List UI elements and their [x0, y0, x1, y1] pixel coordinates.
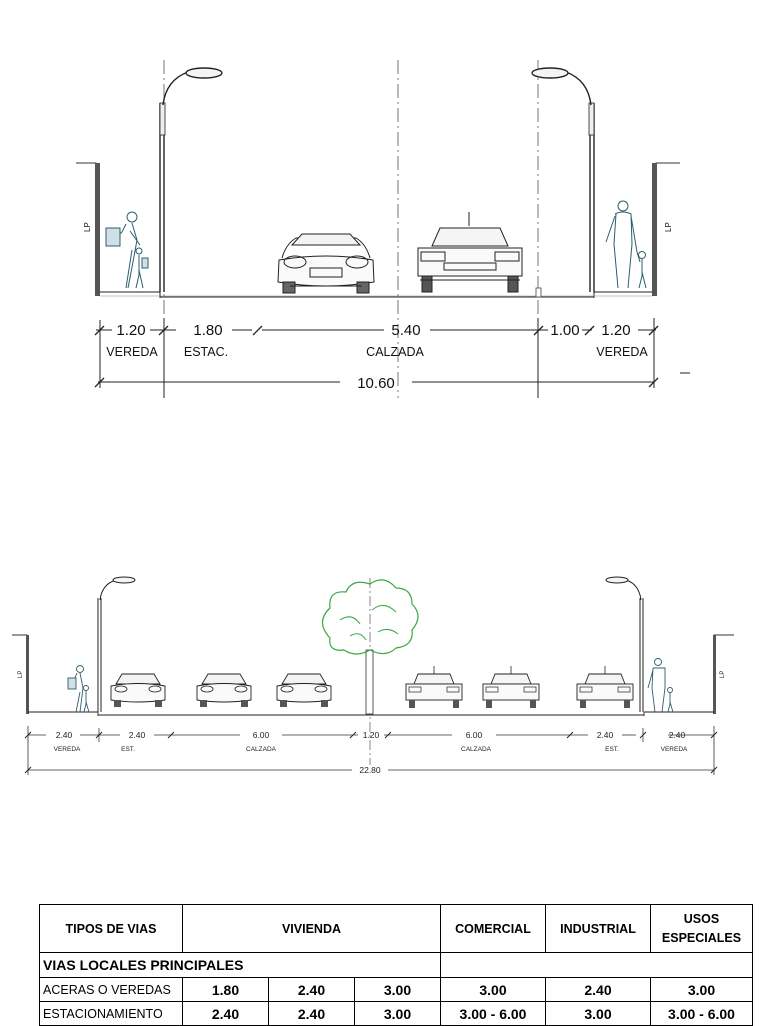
header-usos: USOS — [683, 911, 720, 926]
tree-icon — [321, 579, 419, 715]
pedestrian-left-icon-2 — [67, 665, 90, 713]
label2-est-left: EST. — [121, 746, 135, 753]
dim2-median: 1.20 — [363, 730, 380, 740]
property-walls — [76, 162, 680, 296]
table-cell: 3.00 — [650, 977, 753, 1002]
dimension-ticks — [94, 325, 659, 388]
label2-vereda-right: VEREDA — [661, 746, 688, 753]
car-rear-icon-2c — [576, 666, 634, 708]
dim2-total: 22.80 — [359, 765, 381, 775]
table-cell: 2.40 — [545, 977, 651, 1002]
table-cell: 3.00 — [354, 977, 441, 1002]
dim-total: 10.60 — [357, 375, 395, 392]
section-title: VIAS LOCALES PRINCIPALES — [39, 952, 441, 978]
street-lamp-left — [159, 67, 223, 292]
street-lamp-right — [531, 67, 595, 292]
section-empty-cell — [440, 952, 753, 978]
table-header-row: TIPOS DE VIAS VIVIENDA COMERCIAL INDUSTR… — [39, 904, 753, 953]
table-row: ESTACIONAMIENTO 2.40 2.40 3.00 3.00 - 6.… — [39, 1001, 753, 1026]
header-tipos-de-vias: TIPOS DE VIAS — [39, 904, 183, 953]
dimension-ticks-2 — [24, 731, 718, 774]
table-row: ACERAS O VEREDAS 1.80 2.40 3.00 3.00 2.4… — [39, 977, 753, 1002]
car-rear-icon-2b — [482, 666, 540, 708]
pedestrian-right-icon-2 — [647, 658, 674, 713]
row-label: ACERAS O VEREDAS — [39, 977, 183, 1002]
road-widths-table: TIPOS DE VIAS VIVIENDA COMERCIAL INDUSTR… — [39, 904, 753, 1026]
table-cell: 2.40 — [268, 1001, 355, 1026]
street-lamp-right-2 — [605, 576, 644, 712]
table-cell: 2.40 — [182, 1001, 269, 1026]
dim-calzada: 5.40 — [391, 322, 420, 339]
header-industrial: INDUSTRIAL — [545, 904, 651, 953]
label2-est-right: EST. — [605, 746, 619, 753]
car-front-icon-2b — [196, 673, 252, 707]
table-cell: 3.00 — [440, 977, 546, 1002]
street-lamp-left-2 — [97, 576, 136, 712]
label-vereda-right: VEREDA — [596, 345, 648, 359]
label2-calzada-left: CALZADA — [246, 746, 277, 753]
car-rear-icon-2a — [405, 666, 463, 708]
label2-vereda-left: VEREDA — [54, 746, 81, 753]
label-estac: ESTAC. — [184, 345, 228, 359]
table-cell: 3.00 - 6.00 — [650, 1001, 753, 1026]
dim2-calzada-right: 6.00 — [466, 730, 483, 740]
bollard — [535, 287, 542, 298]
pedestrian-right-icon — [605, 200, 647, 289]
car-rear-icon — [417, 212, 523, 293]
lp-label-right: LP — [664, 222, 673, 232]
dim2-est-right: 2.40 — [597, 730, 614, 740]
dim-estac: 1.80 — [193, 322, 222, 339]
pedestrian-left-icon — [105, 211, 149, 289]
car-front-icon-2c — [276, 673, 332, 707]
dim2-vereda-left: 2.40 — [56, 730, 73, 740]
table-cell: 3.00 — [545, 1001, 651, 1026]
lp-label-right-2: LP — [720, 671, 726, 678]
row-label: ESTACIONAMIENTO — [39, 1001, 183, 1026]
dim-vereda-left: 1.20 — [116, 322, 145, 339]
label-vereda-left: VEREDA — [106, 345, 158, 359]
ground-line — [100, 291, 652, 298]
dim-gap: 1.00 — [550, 322, 579, 339]
dim2-est-left: 2.40 — [129, 730, 146, 740]
header-comercial: COMERCIAL — [440, 904, 546, 953]
dim-vereda-right: 1.20 — [601, 322, 630, 339]
dim2-calzada-left: 6.00 — [253, 730, 270, 740]
street-section-2: LP LP — [12, 576, 734, 775]
header-vivienda: VIVIENDA — [182, 904, 441, 953]
dimension-lines-2 — [27, 726, 715, 775]
table-cell: 3.00 - 6.00 — [440, 1001, 546, 1026]
table-section-row: VIAS LOCALES PRINCIPALES — [39, 952, 753, 978]
car-front-icon-2a — [110, 673, 166, 707]
street-section-1: LP LP — [76, 60, 690, 398]
lp-label-left-2: LP — [18, 671, 24, 678]
table-cell: 2.40 — [268, 977, 355, 1002]
header-usos-especiales: USOS ESPECIALES — [650, 904, 753, 953]
ground-line-2 — [28, 711, 714, 716]
dim2-vereda-right: 2.40 — [669, 730, 686, 740]
label2-calzada-right: CALZADA — [461, 746, 492, 753]
property-walls-2 — [12, 634, 734, 714]
table-cell: 3.00 — [354, 1001, 441, 1026]
table-cell: 1.80 — [182, 977, 269, 1002]
car-front-icon — [277, 233, 375, 294]
lp-label-left: LP — [83, 222, 92, 232]
header-especiales: ESPECIALES — [661, 930, 742, 945]
label-calzada: CALZADA — [366, 345, 424, 359]
